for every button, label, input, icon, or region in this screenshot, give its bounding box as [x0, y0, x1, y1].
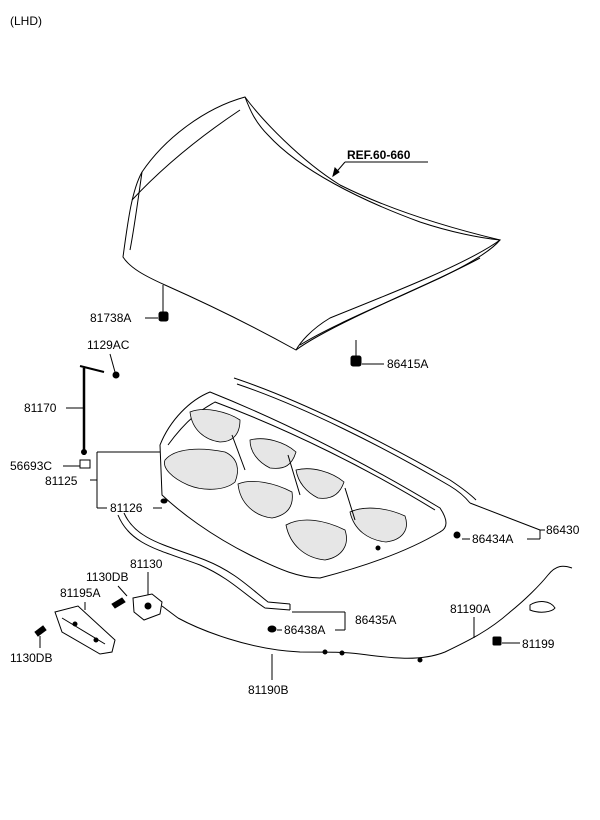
label-81195A: 81195A [60, 586, 100, 600]
bolt-1130DB-b [34, 625, 47, 648]
seal-86435A [117, 512, 346, 631]
label-81125: 81125 [45, 474, 78, 488]
label-1130DB-b: 1130DB [10, 651, 52, 665]
label-56693C: 56693C [10, 459, 52, 473]
label-81190A: 81190A [450, 602, 490, 616]
bumper-86415A [350, 340, 384, 367]
release-cable-81190 [177, 565, 573, 663]
bolt-1130DB-a [111, 585, 128, 609]
grommet-81199 [492, 636, 520, 646]
bracket-86430 [527, 529, 545, 540]
clip-86438A [267, 625, 282, 633]
reference-text: REF.60-660 [347, 148, 411, 162]
latch-81130 [132, 593, 179, 621]
bolt-1129AC [109, 353, 120, 379]
label-81170: 81170 [24, 401, 57, 415]
label-86434A: 86434A [472, 532, 513, 546]
label-81130: 81130 [130, 557, 163, 571]
variant-label: (LHD) [10, 14, 42, 28]
label-86435A: 86435A [355, 613, 396, 627]
label-81190B: 81190B [248, 683, 288, 697]
label-1130DB-a: 1130DB [86, 570, 128, 584]
clip-86434A [453, 531, 470, 540]
label-81738A: 81738A [90, 311, 131, 325]
label-1129AC: 1129AC [87, 338, 130, 352]
latch-bracket-81195A [54, 605, 116, 655]
label-86415A: 86415A [387, 357, 428, 371]
bracket-81125-81126 [90, 451, 168, 509]
label-86430: 86430 [546, 523, 580, 537]
clip-56693C [63, 459, 91, 469]
label-81126: 81126 [110, 501, 143, 515]
hood-insulator-81125 [159, 391, 447, 579]
bumper-81738A [145, 285, 169, 322]
hood-panel [122, 96, 502, 351]
weatherstrip-86430 [233, 377, 541, 531]
label-81199: 81199 [522, 637, 555, 651]
reference-callout: REF.60-660 [332, 148, 428, 178]
hood-stay-81170 [66, 365, 105, 455]
label-86438A: 86438A [284, 623, 325, 637]
